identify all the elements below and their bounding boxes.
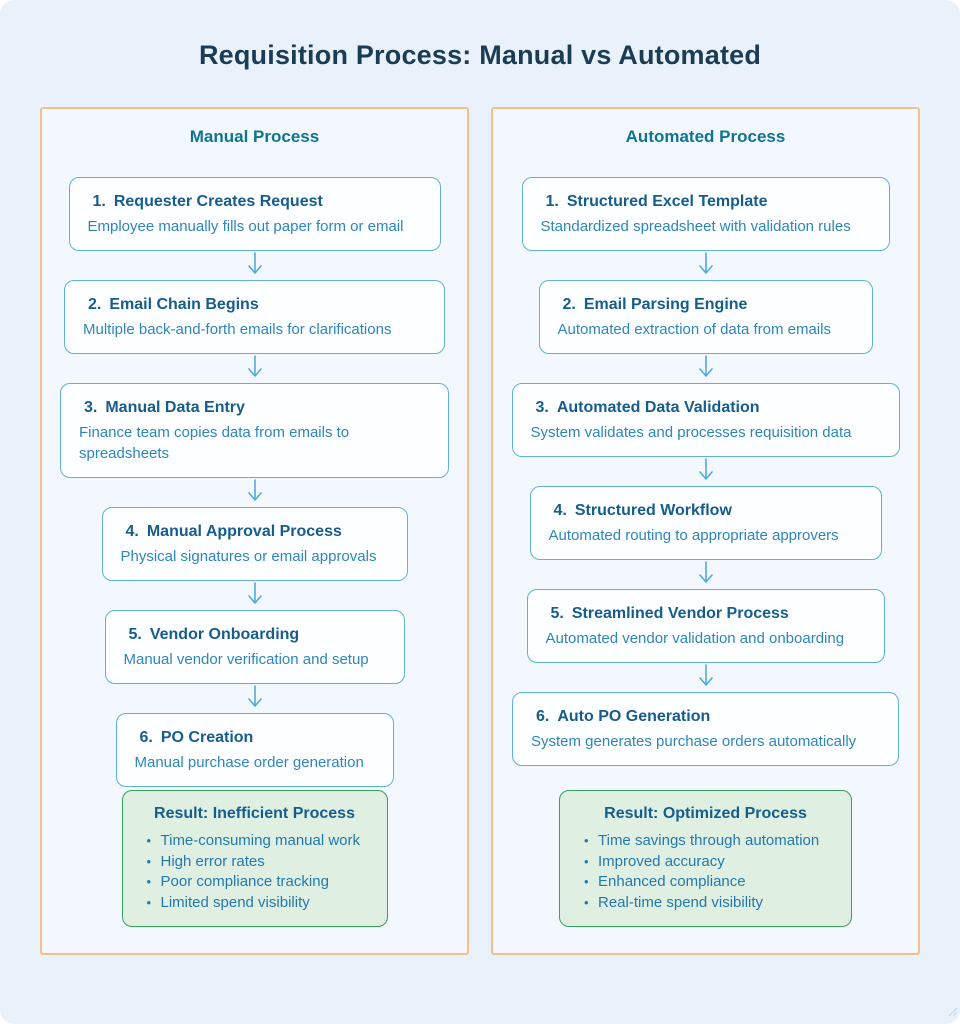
step-description: Manual purchase order generation (134, 754, 364, 771)
step-title: 2.Email Chain Begins (83, 294, 426, 316)
step-number: 1. (545, 193, 559, 210)
step-number: 6. (536, 708, 550, 725)
down-arrow-icon (246, 684, 264, 713)
step-description: Manual vendor verification and setup (123, 651, 369, 668)
step-title: 4.Manual Approval Process (121, 521, 389, 543)
page-title: Requisition Process: Manual vs Automated (198, 40, 762, 70)
column-header-automated: Automated Process (625, 127, 786, 146)
down-arrow-icon (246, 251, 264, 280)
result-bullet: Limited spend visibility (145, 893, 371, 914)
step-title: 6.Auto PO Generation (531, 706, 880, 728)
step-title: 3.Automated Data Validation (531, 397, 881, 419)
resize-handle-icon[interactable] (944, 1003, 958, 1022)
down-arrow-icon (246, 354, 264, 383)
result-bullet-list: Time-consuming manual work High error ra… (139, 831, 371, 913)
down-arrow-icon (697, 560, 715, 589)
step-box: 3.Automated Data Validation System valid… (511, 383, 900, 457)
step-number: 2. (88, 296, 102, 313)
step-description: Multiple back-and-forth emails for clari… (83, 321, 392, 338)
result-bullet: Time-consuming manual work (145, 831, 371, 852)
result-title: Result: Optimized Process (604, 805, 807, 822)
step-title: 5.Vendor Onboarding (124, 624, 386, 646)
step-description: System validates and processes requisiti… (530, 424, 852, 441)
result-box-inefficient: Result: Inefficient Process Time-consumi… (121, 790, 388, 927)
panel-automated-process: Automated Process 1.Structured Excel Tem… (491, 107, 920, 955)
result-bullet: Enhanced compliance (582, 872, 835, 893)
result-bullet: Poor compliance tracking (145, 872, 371, 893)
step-title: 3.Manual Data Entry (79, 397, 430, 419)
step-number: 5. (550, 605, 564, 622)
step-description: Finance team copies data from emails to … (79, 424, 350, 462)
step-box: 2.Email Parsing Engine Automated extract… (538, 280, 873, 354)
step-title: 2.Email Parsing Engine (558, 294, 854, 316)
result-bullet: Time savings through automation (582, 831, 835, 852)
step-title: 1.Requester Creates Request (88, 191, 422, 213)
step-box: 4.Manual Approval Process Physical signa… (101, 507, 408, 581)
step-description: Physical signatures or email approvals (120, 548, 377, 565)
step-title: 1.Structured Excel Template (541, 191, 871, 213)
down-arrow-icon (246, 478, 264, 507)
result-bullet: Improved accuracy (582, 852, 835, 873)
step-number: 4. (553, 502, 567, 519)
result-bullet-list: Time savings through automation Improved… (576, 831, 835, 913)
step-box: 1.Requester Creates Request Employee man… (68, 177, 441, 251)
panel-manual-process: Manual Process 1.Requester Creates Reque… (40, 107, 469, 955)
step-title: 5.Streamlined Vendor Process (546, 603, 866, 625)
result-box-optimized: Result: Optimized Process Time savings t… (559, 790, 852, 927)
step-box: 3.Manual Data Entry Finance team copies … (60, 383, 449, 478)
step-box: 6.Auto PO Generation System generates pu… (512, 692, 899, 766)
column-header-manual: Manual Process (189, 127, 320, 146)
step-description: Standardized spreadsheet with validation… (540, 218, 851, 235)
step-number: 2. (562, 296, 576, 313)
step-title: 6.PO Creation (135, 727, 375, 749)
step-title: 4.Structured Workflow (549, 500, 863, 522)
step-description: Automated extraction of data from emails (557, 321, 831, 338)
down-arrow-icon (246, 581, 264, 610)
down-arrow-icon (697, 354, 715, 383)
result-bullet: High error rates (145, 852, 371, 873)
step-description: System generates purchase orders automat… (531, 733, 857, 750)
step-number: 3. (535, 399, 549, 416)
step-number: 5. (128, 626, 142, 643)
down-arrow-icon (697, 663, 715, 692)
step-number: 6. (139, 729, 153, 746)
step-description: Automated vendor validation and onboardi… (545, 630, 845, 647)
step-number: 1. (92, 193, 106, 210)
step-box: 5.Streamlined Vendor Process Automated v… (526, 589, 885, 663)
step-number: 4. (125, 523, 139, 540)
step-description: Automated routing to appropriate approve… (548, 527, 839, 544)
result-bullet: Real-time spend visibility (582, 893, 835, 914)
down-arrow-icon (697, 457, 715, 486)
panels-row: Manual Process 1.Requester Creates Reque… (40, 107, 920, 955)
step-box: 1.Structured Excel Template Standardized… (521, 177, 890, 251)
step-box: 4.Structured Workflow Automated routing … (529, 486, 882, 560)
down-arrow-icon (697, 251, 715, 280)
step-number: 3. (84, 399, 98, 416)
step-description: Employee manually fills out paper form o… (87, 218, 404, 235)
result-title: Result: Inefficient Process (154, 805, 355, 822)
step-box: 5.Vendor Onboarding Manual vendor verifi… (104, 610, 405, 684)
step-box: 6.PO Creation Manual purchase order gene… (115, 713, 394, 787)
step-box: 2.Email Chain Begins Multiple back-and-f… (64, 280, 445, 354)
